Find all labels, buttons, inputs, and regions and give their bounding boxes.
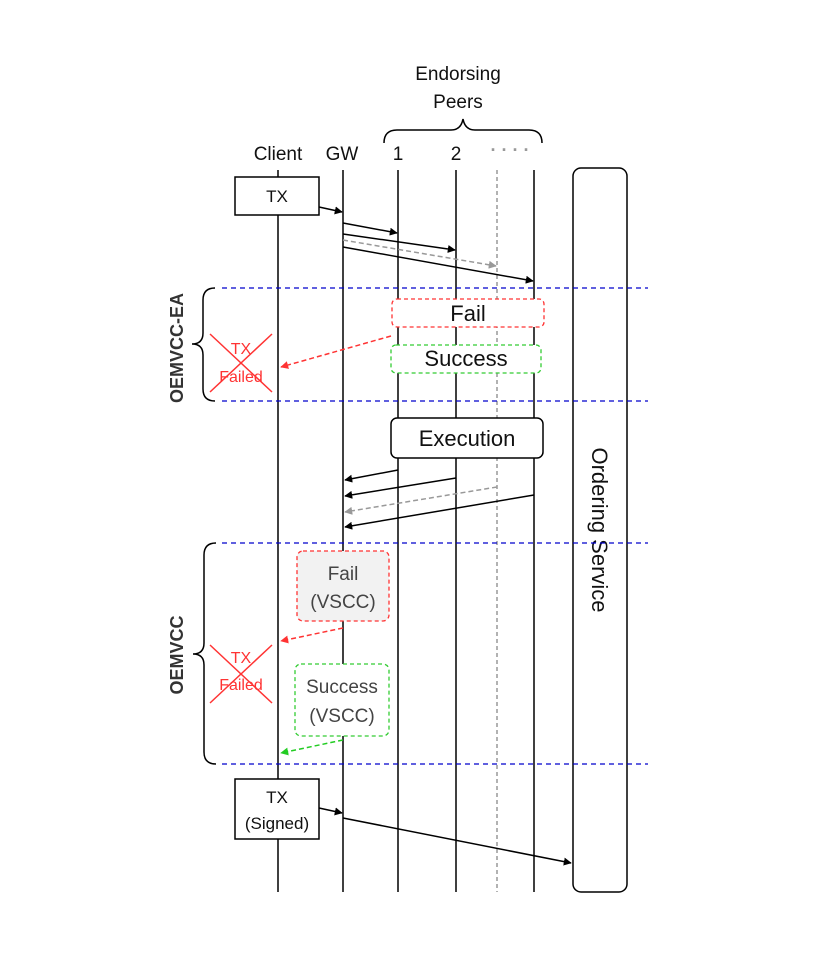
- tx-signed-to-gw-arrow: [318, 807, 343, 816]
- ea-fail-label: Fail: [450, 301, 485, 326]
- peer1-response-arrow: [344, 469, 399, 483]
- gw-to-ordering-arrow: [342, 817, 572, 866]
- tx-label: TX: [266, 187, 288, 206]
- oemvcc-label: OEMVCC: [167, 615, 187, 694]
- tx-to-gw-arrow: [318, 206, 343, 215]
- vscc-fail-response-arrow: [280, 627, 344, 644]
- ea-tx-failed-mark: TX Failed: [209, 333, 273, 393]
- oemvcc-brace: [192, 542, 217, 765]
- peer-last-response-arrow: [344, 494, 535, 530]
- ea-success-label: Success: [424, 346, 507, 371]
- vscc-fail-line2: (VSCC): [310, 592, 375, 613]
- vscc-success-line1: Success: [306, 677, 378, 698]
- endorsing-peers-title-line1: Endorsing: [415, 64, 501, 85]
- vscc-fail-line1: Fail: [328, 564, 359, 585]
- tx-signed-line1: TX: [266, 788, 288, 807]
- ea-fail-box: [391, 298, 545, 328]
- ordering-service-box: [572, 167, 628, 893]
- ea-fail-response-arrow: [280, 335, 392, 369]
- tx-signed-line2: (Signed): [245, 814, 309, 833]
- endorsing-peers-brace: [383, 118, 543, 144]
- vscc-success-response-arrow: [280, 739, 344, 756]
- gw-label: GW: [326, 144, 359, 165]
- peer2-response-arrow: [344, 477, 457, 499]
- client-label: Client: [254, 144, 303, 165]
- oemvcc-tx-failed-line2: Failed: [219, 677, 263, 694]
- gw-to-peer-n-arrow: [342, 239, 497, 269]
- endorsing-peers-title-line2: Peers: [433, 92, 483, 113]
- gw-to-peer2-arrow: [342, 233, 456, 253]
- peer-n-response-arrow: [344, 486, 498, 515]
- oemvcc-tx-failed-line1: TX: [231, 650, 252, 667]
- peer1-label: 1: [393, 144, 404, 165]
- tx-signed-box: [234, 778, 320, 840]
- vscc-success-line2: (VSCC): [309, 706, 374, 727]
- oemvcc-ea-brace: [191, 287, 216, 402]
- gw-to-peer1-arrow: [342, 222, 398, 236]
- execution-box: [390, 417, 544, 459]
- tx-box: [234, 176, 320, 216]
- gw-to-peer-last-arrow: [342, 246, 534, 284]
- vscc-fail-box: [296, 550, 390, 622]
- ordering-service-label: Ordering Service: [587, 447, 612, 612]
- more-peers-dots: · · · ·: [491, 140, 530, 160]
- vscc-success-box: [294, 663, 390, 737]
- oemvcc-cross-line-b: [209, 644, 273, 704]
- peer2-label: 2: [451, 144, 462, 165]
- execution-label: Execution: [419, 426, 516, 451]
- ea-success-box: [390, 344, 542, 374]
- oemvcc-tx-failed-mark: TX Failed: [209, 644, 273, 704]
- ea-cross-line-b: [209, 333, 273, 393]
- ea-tx-failed-line1: TX: [231, 341, 252, 358]
- oemvcc-ea-label: OEMVCC-EA: [167, 293, 187, 403]
